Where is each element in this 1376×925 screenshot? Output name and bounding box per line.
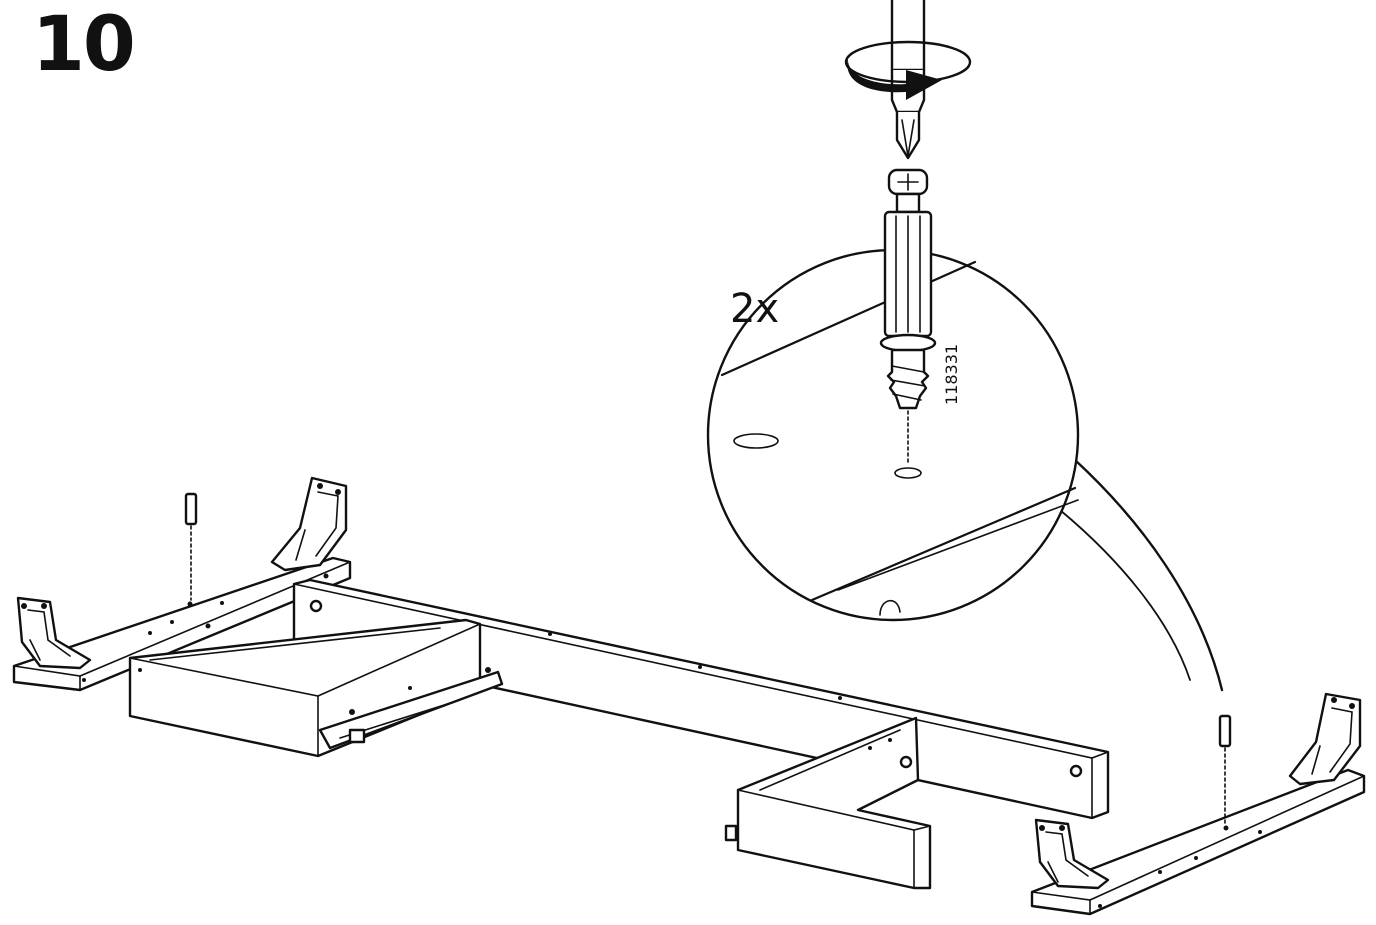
quantity-label: 2x — [730, 286, 779, 332]
screwdriver-icon — [890, 0, 926, 160]
left-leg-base — [12, 476, 352, 692]
part-number-label: 118331 — [942, 344, 961, 405]
cam-lock-dowel-icon — [879, 168, 937, 410]
drawer-unit — [128, 618, 504, 758]
step-number: 10 — [32, 0, 136, 88]
right-leg-base — [1030, 692, 1366, 916]
zoom-detail-callout — [706, 248, 1224, 692]
front-short-frame — [724, 716, 932, 890]
rotate-clockwise-arrow-icon — [844, 40, 972, 100]
